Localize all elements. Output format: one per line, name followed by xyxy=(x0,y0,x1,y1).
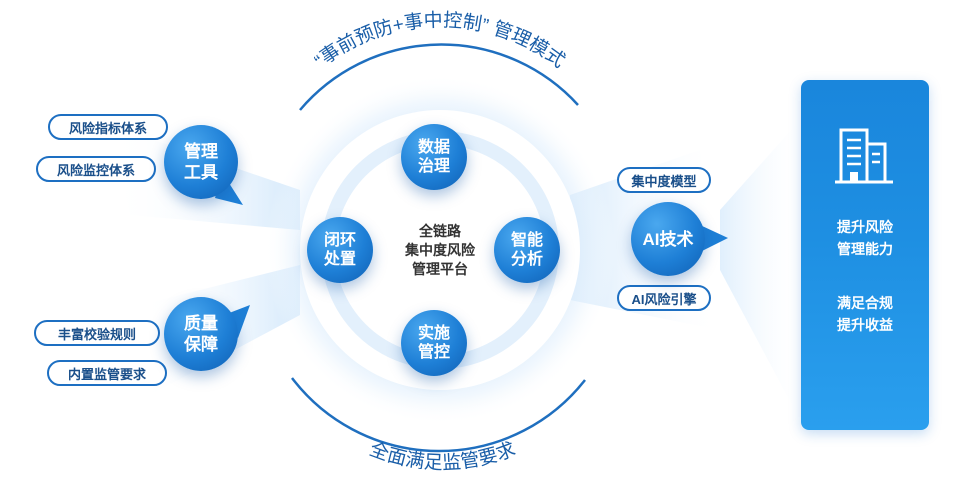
top-arc-line xyxy=(299,43,579,111)
node-intelligent-analysis: 智能 分析 xyxy=(494,217,560,283)
pill-ai-risk-engine: AI风险引擎 xyxy=(617,285,711,311)
node-implementation-control: 实施 管控 xyxy=(401,310,467,376)
bottom-arc-line xyxy=(291,377,586,453)
node-ai-technology: AI技术 xyxy=(631,202,705,276)
top-arc-label: “事前预防+事中控制” 管理模式 xyxy=(311,9,569,72)
pill-builtin-regulatory-requirements: 内置监管要求 xyxy=(47,360,167,386)
ai-pointer xyxy=(700,225,728,252)
node-data-governance: 数据 治理 xyxy=(401,124,467,190)
building-icon xyxy=(835,128,893,184)
outer-white-circle xyxy=(300,110,580,390)
node-management-tools: 管理 工具 xyxy=(164,125,238,199)
pill-concentration-model: 集中度模型 xyxy=(617,167,711,193)
pill-risk-monitoring-system: 风险监控体系 xyxy=(36,156,156,182)
result-compliance-profit: 满足合规 提升收益 xyxy=(837,295,893,333)
result-improve-risk: 提升风险 管理能力 xyxy=(837,219,893,257)
beam-right-result xyxy=(720,120,800,420)
center-line-3: 管理平台 xyxy=(412,261,468,277)
result-panel: 提升风险 管理能力 满足合规 提升收益 xyxy=(801,80,929,430)
pill-rich-validation-rules: 丰富校验规则 xyxy=(34,320,160,346)
center-line-1: 全链路 xyxy=(419,223,461,239)
pill-risk-indicator-system: 风险指标体系 xyxy=(48,114,168,140)
center-title: 全链路 集中度风险 管理平台 xyxy=(380,222,500,279)
center-line-2: 集中度风险 xyxy=(405,242,475,258)
node-closed-loop: 闭环 处置 xyxy=(307,217,373,283)
node-quality-assurance: 质量 保障 xyxy=(164,297,238,371)
